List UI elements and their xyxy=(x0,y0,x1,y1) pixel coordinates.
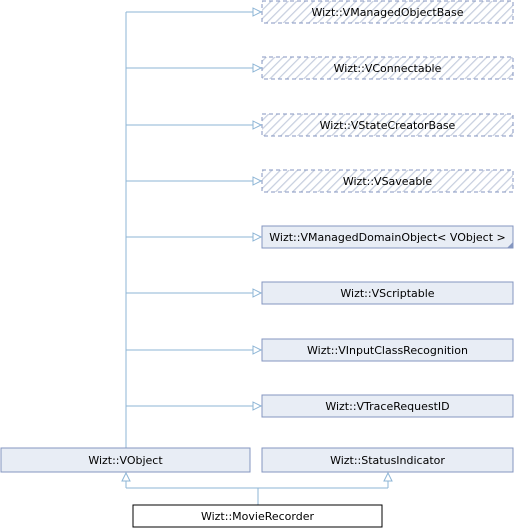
node-label: Wizt::StatusIndicator xyxy=(330,454,445,467)
node-box xyxy=(261,338,514,362)
class-node-vobject[interactable]: Wizt::VObject xyxy=(0,447,251,473)
class-node-vtracerequestid[interactable]: Wizt::VTraceRequestID xyxy=(261,394,514,418)
inheritance-arrow-icon xyxy=(252,345,263,355)
inheritance-arrow-icon xyxy=(252,176,263,186)
inheritance-arrow-icon xyxy=(383,471,393,482)
node-label: Wizt::VObject xyxy=(88,454,163,467)
inheritance-arrow-icon xyxy=(121,471,131,482)
inheritance-arrow-icon xyxy=(252,232,263,242)
class-node-vstatecreatorbase[interactable]: Wizt::VStateCreatorBase xyxy=(261,113,514,137)
class-node-vmanagedobjectbase[interactable]: Wizt::VManagedObjectBase xyxy=(261,0,514,24)
node-label: Wizt::VScriptable xyxy=(340,287,434,300)
node-box xyxy=(261,169,514,193)
node-box xyxy=(261,281,514,305)
class-node-vsaveable[interactable]: Wizt::VSaveable xyxy=(261,169,514,193)
inheritance-arrow-icon xyxy=(252,120,263,130)
inheritance-arrow-icon xyxy=(252,288,263,298)
node-box xyxy=(261,56,514,80)
class-node-vinputclassrecognition[interactable]: Wizt::VInputClassRecognition xyxy=(261,338,514,362)
edges xyxy=(121,7,393,505)
node-box xyxy=(261,394,514,418)
node-label: Wizt::VTraceRequestID xyxy=(325,400,449,413)
node-box xyxy=(132,504,383,528)
class-node-vmanageddomainobject-vobject[interactable]: Wizt::VManagedDomainObject< VObject > xyxy=(261,225,514,249)
node-label: Wizt::VSaveable xyxy=(343,175,432,188)
inheritance-arrow-icon xyxy=(252,7,263,17)
inheritance-arrow-icon xyxy=(252,401,263,411)
node-label: Wizt::VConnectable xyxy=(334,62,442,75)
node-label: Wizt::MovieRecorder xyxy=(201,510,315,523)
template-marker-icon xyxy=(507,242,513,248)
node-label: Wizt::VInputClassRecognition xyxy=(307,344,468,357)
node-box xyxy=(261,225,514,249)
node-box xyxy=(261,0,514,24)
node-box xyxy=(261,447,514,473)
class-node-vconnectable[interactable]: Wizt::VConnectable xyxy=(261,56,514,80)
node-label: Wizt::VStateCreatorBase xyxy=(320,119,456,132)
class-node-vscriptable[interactable]: Wizt::VScriptable xyxy=(261,281,514,305)
class-node-statusindicator[interactable]: Wizt::StatusIndicator xyxy=(261,447,514,473)
node-label: Wizt::VManagedDomainObject< VObject > xyxy=(269,231,505,244)
node-box xyxy=(0,447,251,473)
node-label: Wizt::VManagedObjectBase xyxy=(311,6,463,19)
node-box xyxy=(261,113,514,137)
class-node-movierecorder[interactable]: Wizt::MovieRecorder xyxy=(132,504,383,528)
inheritance-arrow-icon xyxy=(252,63,263,73)
